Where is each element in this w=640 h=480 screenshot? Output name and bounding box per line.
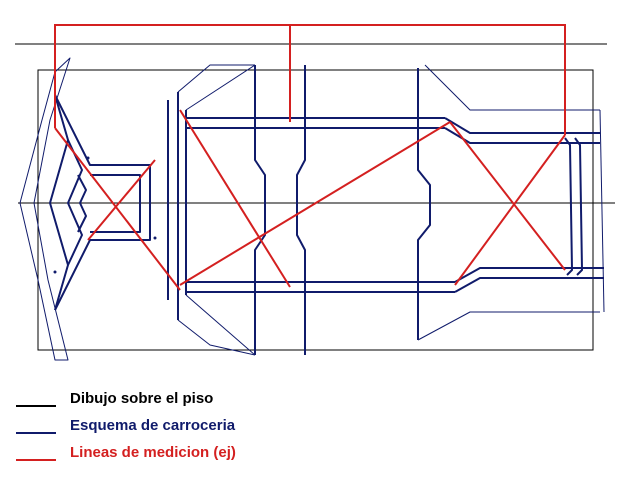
point-marker — [86, 156, 90, 160]
measure-mid-diag-2 — [179, 121, 451, 286]
legend-swatch-measure — [16, 459, 56, 461]
point-marker — [153, 236, 157, 240]
point-marker — [53, 270, 57, 274]
front-chevron-inner — [77, 174, 87, 233]
rear-rail-top — [444, 117, 600, 134]
measure-rear-x-2 — [454, 134, 566, 286]
legend-item-floor: Dibujo sobre el piso — [16, 391, 213, 407]
measure-front-x-1 — [54, 127, 181, 291]
floor-drawing — [15, 43, 615, 351]
front-subframe — [54, 94, 151, 311]
front-subframe-inner — [90, 174, 141, 233]
measurement-points — [53, 156, 157, 274]
rear-end-line — [599, 109, 605, 313]
legend-label-floor: Dibujo sobre el piso — [70, 390, 214, 407]
rear-rail-bottom-2 — [454, 277, 604, 293]
rear-crossmember-2 — [574, 137, 583, 276]
legend-item-measure: Lineas de medicion (ej) — [16, 445, 236, 461]
front-chevron-outer — [49, 94, 69, 311]
measurement-lines — [54, 24, 566, 291]
front-diagonal-top — [185, 64, 256, 111]
crossmember-1 — [254, 65, 266, 355]
crossmember-3 — [417, 68, 431, 340]
front-bumper-outline — [19, 57, 71, 361]
crossmember-2 — [296, 65, 306, 355]
measure-mid-diag-1 — [179, 109, 291, 288]
rear-taper-top — [424, 64, 600, 111]
rear-rail-top-2 — [444, 127, 600, 144]
legend-label-body: Esquema de carroceria — [70, 417, 236, 434]
front-diagonal-bottom — [185, 294, 256, 356]
measure-bridge — [54, 24, 566, 135]
front-taper-top — [177, 64, 255, 93]
measure-rear-x-1 — [449, 121, 566, 271]
legend-label-measure: Lineas de medicion (ej) — [70, 444, 236, 461]
legend-item-body: Esquema de carroceria — [16, 418, 235, 434]
legend-swatch-body — [16, 432, 56, 434]
front-taper-bottom — [177, 319, 256, 356]
measure-front-x-2 — [87, 159, 156, 241]
rear-crossmember — [564, 137, 573, 276]
car-body-outline — [19, 57, 605, 361]
rear-taper-bottom — [417, 311, 600, 341]
front-chevron-mid — [67, 139, 83, 266]
legend-swatch-floor — [16, 405, 56, 407]
